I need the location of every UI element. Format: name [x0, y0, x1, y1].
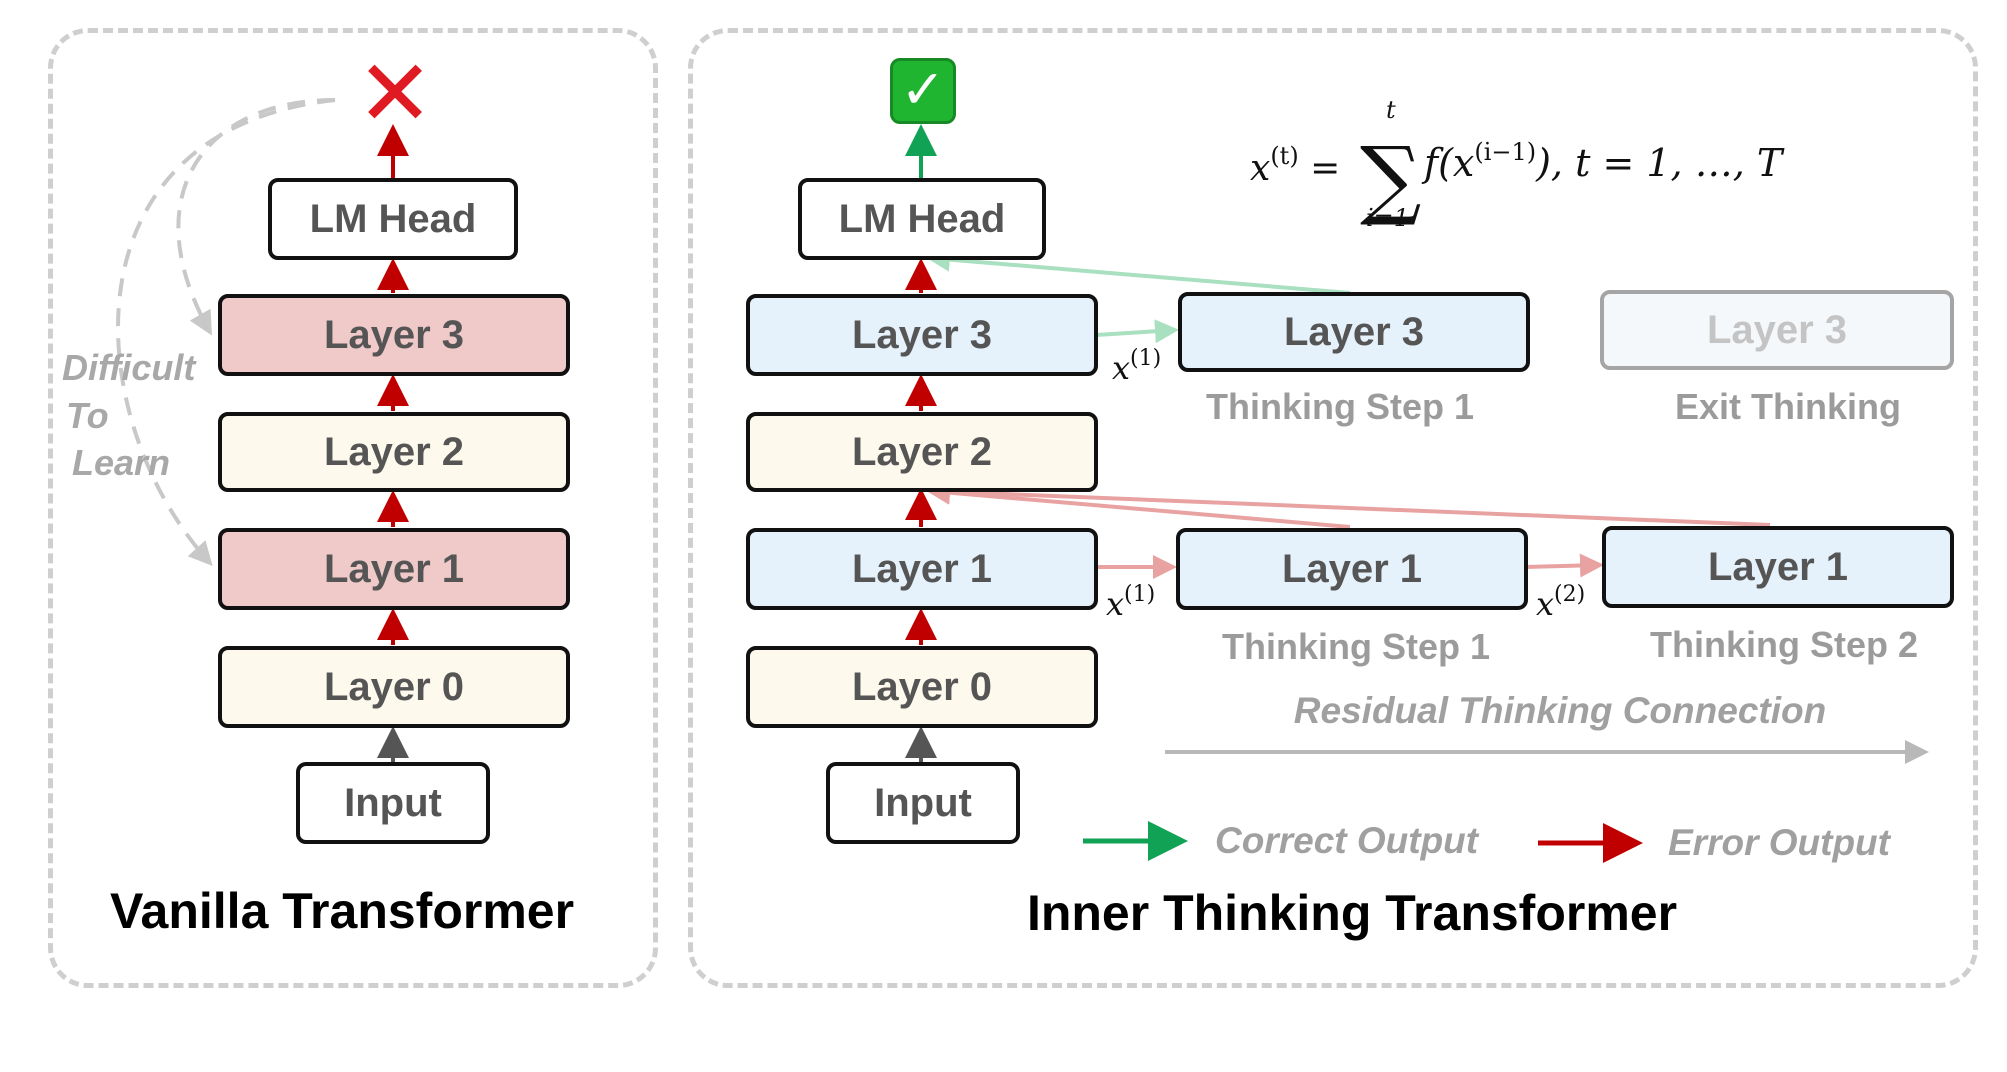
- left-layer-2: Layer 2: [218, 412, 570, 492]
- formula-body: f(x(i−1)), t = 1, …, T: [1424, 138, 1783, 185]
- formula-lhs: x(t) =: [1250, 142, 1341, 189]
- right-layer-3: Layer 3: [746, 294, 1098, 376]
- learn-label: Learn: [72, 442, 171, 483]
- right-lm-head: LM Head: [798, 178, 1046, 260]
- left-input: Input: [296, 762, 490, 844]
- summation-sign: ∑: [1360, 129, 1421, 229]
- left-layer-0: Layer 0: [218, 646, 570, 728]
- left-lm-head: LM Head: [268, 178, 518, 260]
- edge-label-layer3-step1: x(1): [1112, 346, 1162, 387]
- edge-label-layer1-step2: x(2): [1536, 582, 1586, 623]
- thinking-step-1-caption-lower: Thinking Step 1: [1221, 626, 1491, 667]
- thinking-layer-3-step-1: Layer 3: [1178, 292, 1530, 372]
- residual-thinking-label: Residual Thinking Connection: [1293, 690, 1827, 731]
- cross-mark-icon: ✕: [356, 43, 434, 145]
- vanilla-panel: [48, 28, 658, 988]
- difficult-label: Difficult: [62, 347, 196, 388]
- thinking-layer-1-step-2: Layer 1: [1602, 526, 1954, 608]
- legend-error-output: Error Output: [1668, 822, 1890, 863]
- formula-sum-bottom: i=1: [1366, 204, 1410, 232]
- itt-title: Inner Thinking Transformer: [1026, 885, 1678, 941]
- thinking-step-2-caption: Thinking Step 2: [1649, 624, 1919, 665]
- vanilla-title: Vanilla Transformer: [109, 883, 575, 939]
- check-mark-icon: ✓: [890, 58, 956, 124]
- to-label: To: [66, 395, 109, 436]
- legend-correct-output: Correct Output: [1215, 820, 1479, 861]
- exit-layer-3: Layer 3: [1600, 290, 1954, 370]
- right-layer-1: Layer 1: [746, 528, 1098, 610]
- formula-sum-top: t: [1386, 96, 1396, 124]
- thinking-step-1-caption-upper: Thinking Step 1: [1205, 386, 1475, 427]
- right-input: Input: [826, 762, 1020, 844]
- right-layer-2: Layer 2: [746, 412, 1098, 492]
- edge-label-layer1-step1: x(1): [1106, 582, 1156, 623]
- left-layer-3: Layer 3: [218, 294, 570, 376]
- itt-panel: [688, 28, 1978, 988]
- right-layer-0: Layer 0: [746, 646, 1098, 728]
- exit-thinking-caption: Exit Thinking: [1674, 386, 1902, 427]
- thinking-layer-1-step-1: Layer 1: [1176, 528, 1528, 610]
- left-layer-1: Layer 1: [218, 528, 570, 610]
